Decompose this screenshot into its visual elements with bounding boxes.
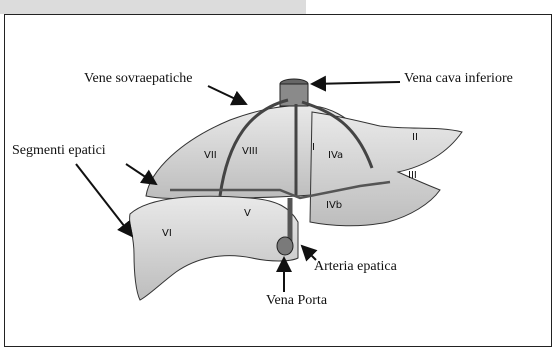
label-vene-sovraepatiche: Vene sovraepatiche — [84, 71, 192, 86]
segment-label: VIII — [242, 146, 258, 157]
portal-vein-end — [277, 237, 293, 255]
arrow-vena-cava — [312, 82, 400, 84]
segment-label: VI — [162, 228, 172, 239]
arrow-segmenti-vii — [126, 164, 156, 184]
label-vena-cava: Vena cava inferiore — [404, 71, 513, 86]
arrow-arteria-epatica — [302, 246, 316, 260]
liver-right-lobe-lower — [130, 196, 298, 300]
arrow-segmenti-vi — [76, 164, 132, 236]
segment-label: V — [244, 208, 251, 219]
segment-label: VII — [204, 150, 217, 161]
segment-label: IVa — [328, 150, 343, 161]
label-arteria-epatica: Arteria epatica — [314, 259, 398, 274]
segment-label: II — [412, 132, 418, 143]
segment-label: III — [408, 170, 417, 181]
label-segmenti: Segmenti epatici — [12, 143, 106, 158]
arrow-vene-sovraepatiche — [208, 86, 246, 104]
label-vena-porta: Vena Porta — [266, 293, 328, 308]
segment-label: I — [312, 142, 315, 153]
segment-label: IVb — [326, 200, 342, 211]
